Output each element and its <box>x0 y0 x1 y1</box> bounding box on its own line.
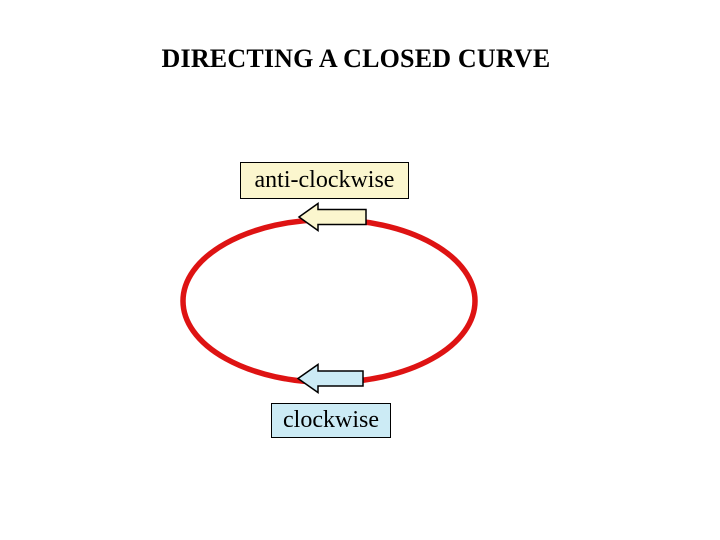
anti-clockwise-label: anti-clockwise <box>240 162 409 199</box>
closed-curve-ellipse <box>180 216 478 386</box>
anti-clockwise-arrow-icon <box>297 202 367 232</box>
clockwise-label: clockwise <box>271 403 391 438</box>
clockwise-arrow-icon <box>296 363 364 394</box>
slide-title: DIRECTING A CLOSED CURVE <box>161 44 551 73</box>
